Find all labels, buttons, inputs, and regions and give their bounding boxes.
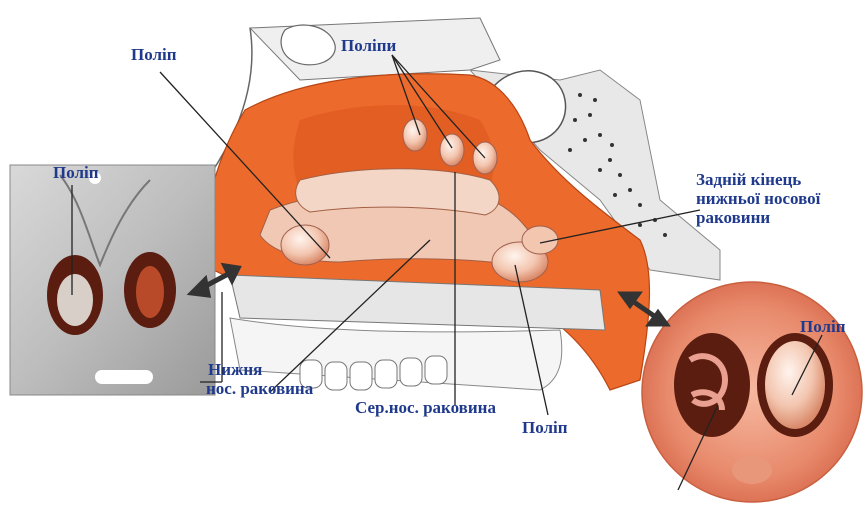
- label-polyp-top-left: Поліп: [131, 45, 177, 64]
- label-inferior-turbinate: Нижня нос. раковина: [206, 360, 313, 398]
- label-posterior-end: Задній кінець нижньої носової раковини: [696, 170, 820, 227]
- label-polyps-top: Поліпи: [341, 36, 396, 55]
- label-middle-turbinate: Сер.нос. раковина: [355, 398, 496, 417]
- label-polyp-front-view: Поліп: [53, 163, 99, 182]
- front-view-photo: [10, 165, 215, 395]
- posterior-view-circle: [642, 282, 862, 502]
- label-polyp-bottom: Поліп: [522, 418, 568, 437]
- label-polyp-right-view: Поліп: [800, 317, 846, 336]
